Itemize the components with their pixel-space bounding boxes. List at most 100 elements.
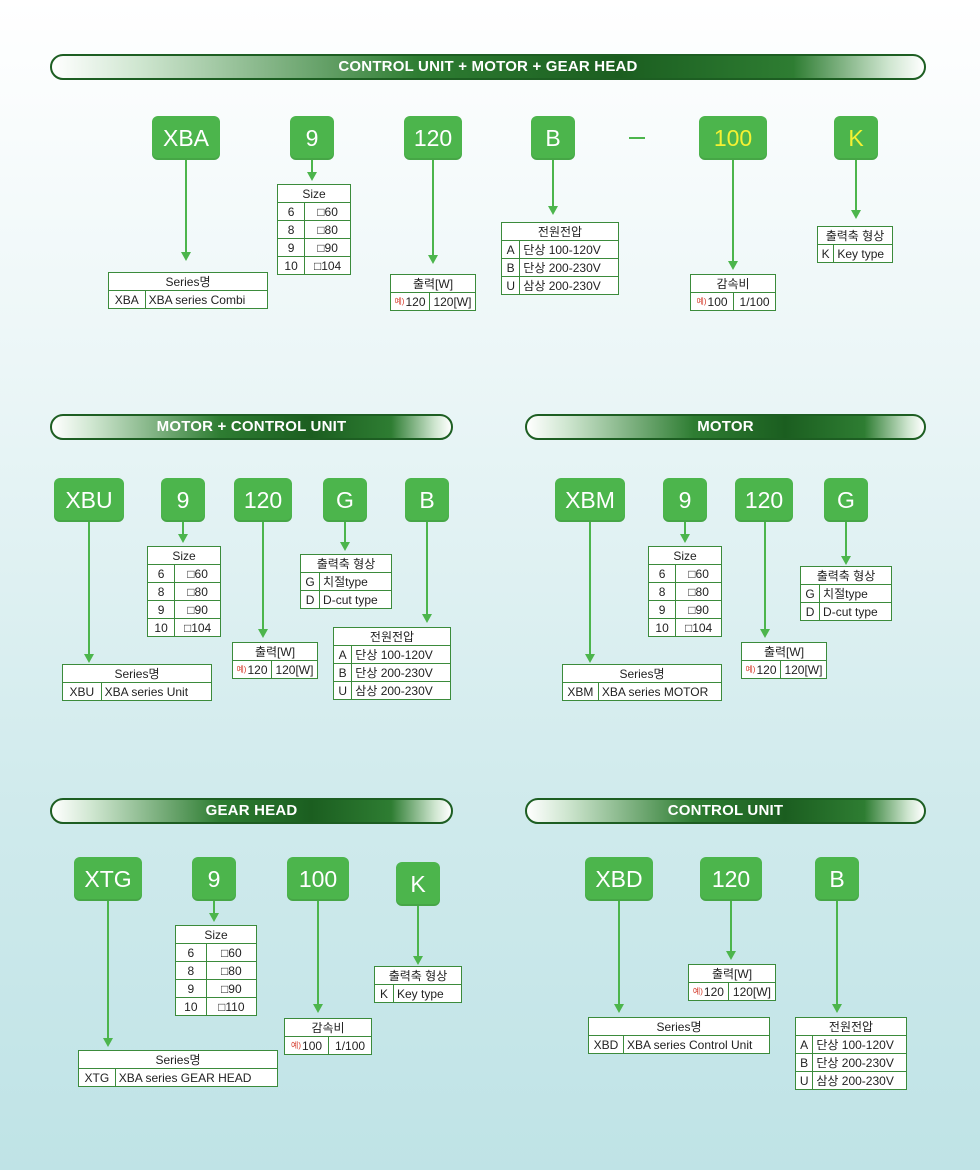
table-header: 출력축 형상 <box>800 566 892 585</box>
connector-line <box>730 901 732 951</box>
connector-line <box>88 522 90 654</box>
table-cell-desc: 120[W] <box>270 660 319 679</box>
table-cell-desc: □90 <box>174 600 221 619</box>
table-header: Size <box>648 546 722 565</box>
table-cell-code: D <box>799 602 821 621</box>
table-cell-desc: □80 <box>174 582 221 601</box>
table-header: 전원전압 <box>333 627 451 646</box>
table-header: 출력축 형상 <box>300 554 392 573</box>
table-header: 전원전압 <box>795 1017 907 1036</box>
table-cell-desc: 삼상 200-230V <box>519 276 619 295</box>
connector-arrow <box>84 654 94 663</box>
code-box-power: B <box>531 116 575 160</box>
connector-arrow <box>103 1038 113 1047</box>
code-box-shaft: K <box>396 862 440 906</box>
connector-line <box>845 522 847 556</box>
table-header: Series명 <box>108 272 268 291</box>
table-cell-code: A <box>332 645 353 664</box>
table-cell-code: 예)120 <box>390 292 430 311</box>
table-header: Series명 <box>562 664 722 683</box>
example-mark: 예) <box>692 986 703 996</box>
table-cell-desc: XBA series MOTOR <box>597 682 723 701</box>
table-cell-code: XBA <box>108 290 146 309</box>
connector-arrow <box>851 210 861 219</box>
table-cell-desc: D-cut type <box>819 602 892 621</box>
table-cell-desc: □90 <box>304 238 351 257</box>
table-cell-desc: □60 <box>174 564 221 583</box>
connector-line <box>344 522 346 542</box>
table-cell-code: U <box>500 276 521 295</box>
connector-line <box>426 522 428 614</box>
connector-arrow <box>307 172 317 181</box>
code-box-power: B <box>405 478 449 522</box>
code-box-size: 9 <box>290 116 334 160</box>
table-cell-desc: XBA series Control Unit <box>622 1035 771 1054</box>
table-header: 감속비 <box>690 274 776 293</box>
table-cell-code: 8 <box>146 582 176 601</box>
connector-arrow <box>614 1004 624 1013</box>
example-mark: 예) <box>745 664 756 674</box>
connector-arrow <box>178 534 188 543</box>
table-cell-code: 10 <box>146 618 176 637</box>
section-banner-motor: MOTOR <box>525 414 926 440</box>
table-cell-code: XBD <box>588 1035 624 1054</box>
table-cell-desc: □104 <box>675 618 722 637</box>
table-cell-desc: □104 <box>174 618 221 637</box>
connector-line <box>589 522 591 654</box>
code-box-size: 9 <box>161 478 205 522</box>
code-box-output: 120 <box>735 478 793 522</box>
table-cell-desc: □80 <box>304 220 351 239</box>
table-cell-code: 예)100 <box>283 1036 330 1055</box>
table-cell-code: 8 <box>175 961 207 980</box>
code-box-ratio: 100 <box>699 116 767 160</box>
table-cell-desc: 단상 100-120V <box>812 1035 907 1054</box>
table-cell-desc: 120[W] <box>428 292 477 311</box>
table-cell-desc: □80 <box>205 961 258 980</box>
table-cell-code: XBU <box>62 682 102 701</box>
table-cell-code: D <box>299 590 321 609</box>
connector-line <box>855 160 857 210</box>
table-cell-desc: 삼상 200-230V <box>812 1071 907 1090</box>
connector-line <box>182 522 184 534</box>
code-box-ratio: 100 <box>287 857 349 901</box>
code-box-series: XBM <box>555 478 625 522</box>
table-cell-desc: □60 <box>205 943 258 962</box>
connector-line <box>618 901 620 1004</box>
code-box-series: XBA <box>152 116 220 160</box>
example-value: 120 <box>247 662 268 677</box>
table-cell-desc: 단상 100-120V <box>351 645 451 664</box>
table-cell-code: B <box>794 1053 814 1072</box>
connector-line <box>764 522 766 629</box>
table-header: 출력축 형상 <box>374 966 462 985</box>
table-cell-desc: 단상 200-230V <box>519 258 619 277</box>
connector-arrow <box>258 629 268 638</box>
table-cell-code: 8 <box>276 220 306 239</box>
table-header: Series명 <box>62 664 212 683</box>
table-cell-code: 10 <box>276 256 306 275</box>
table-cell-desc: 120[W] <box>727 982 777 1001</box>
size-table: Size 6□60 8□80 9□90 10□104 <box>647 546 722 637</box>
table-cell-desc: Key type <box>833 244 893 263</box>
connector-line <box>311 160 313 172</box>
connector-arrow <box>760 629 770 638</box>
table-cell-code: 10 <box>175 997 207 1016</box>
connector-line <box>417 906 419 956</box>
table-cell-code: 8 <box>647 582 677 601</box>
connector-arrow <box>422 614 432 623</box>
table-cell-desc: 치절type <box>819 584 892 603</box>
connector-line <box>107 901 109 1038</box>
example-value: 100 <box>707 294 728 309</box>
code-box-power: B <box>815 857 859 901</box>
table-cell-code: G <box>799 584 821 603</box>
code-box-series: XBD <box>585 857 653 901</box>
